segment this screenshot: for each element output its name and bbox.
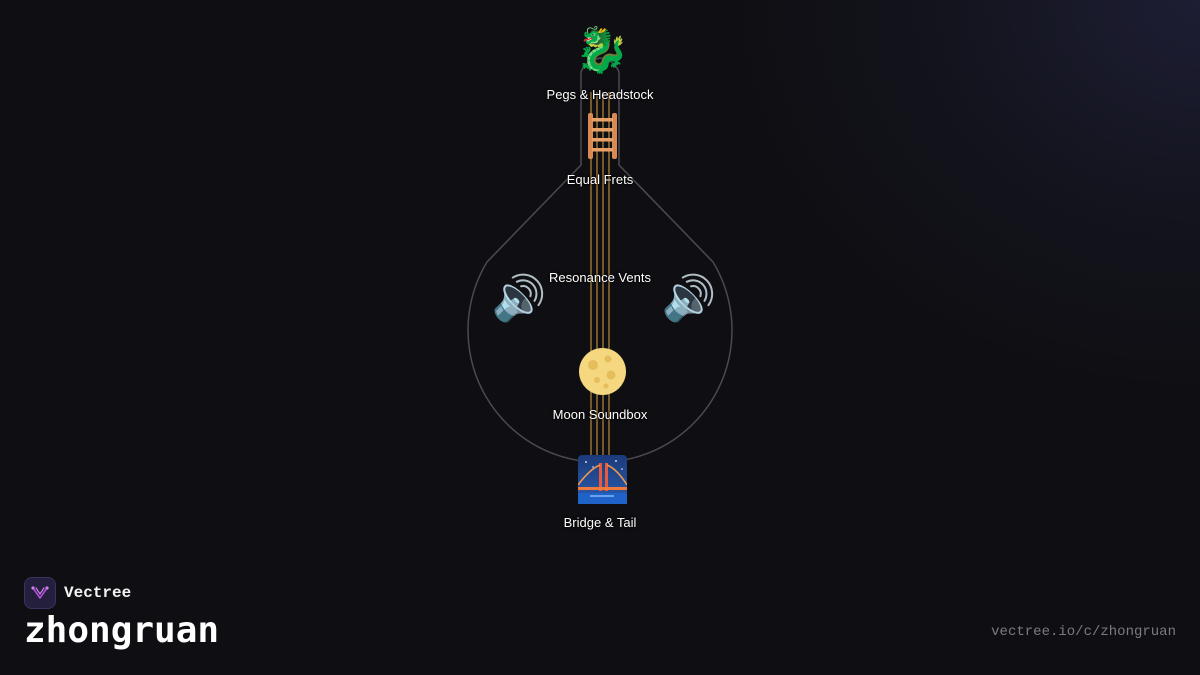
speaker-icon: 🔊 xyxy=(491,273,547,324)
ladder-icon xyxy=(588,113,617,159)
dragon-icon: 🐉 xyxy=(574,25,630,76)
node-pegs: 🐉 xyxy=(575,27,630,75)
label-vents: Resonance Vents xyxy=(549,270,651,285)
page-url[interactable]: vectree.io/c/zhongruan xyxy=(991,624,1176,640)
label-soundbox: Moon Soundbox xyxy=(552,407,648,422)
label-bridge: Bridge & Tail xyxy=(563,515,637,530)
speaker-icon: 🔊 xyxy=(661,273,717,324)
vectree-logo-mark xyxy=(31,586,49,599)
node-vent-left: 🔊 xyxy=(492,275,547,323)
full-moon-icon xyxy=(579,348,626,395)
label-pegs: Pegs & Headstock xyxy=(546,87,654,102)
label-frets: Equal Frets xyxy=(566,172,634,187)
vectree-logo-icon xyxy=(24,577,56,609)
node-vent-right: 🔊 xyxy=(662,275,717,323)
bridge-at-night-icon xyxy=(578,455,627,504)
page-title: zhongruan xyxy=(24,610,220,651)
brand-name: Vectree xyxy=(64,584,132,602)
brand[interactable]: Vectree xyxy=(24,577,131,609)
